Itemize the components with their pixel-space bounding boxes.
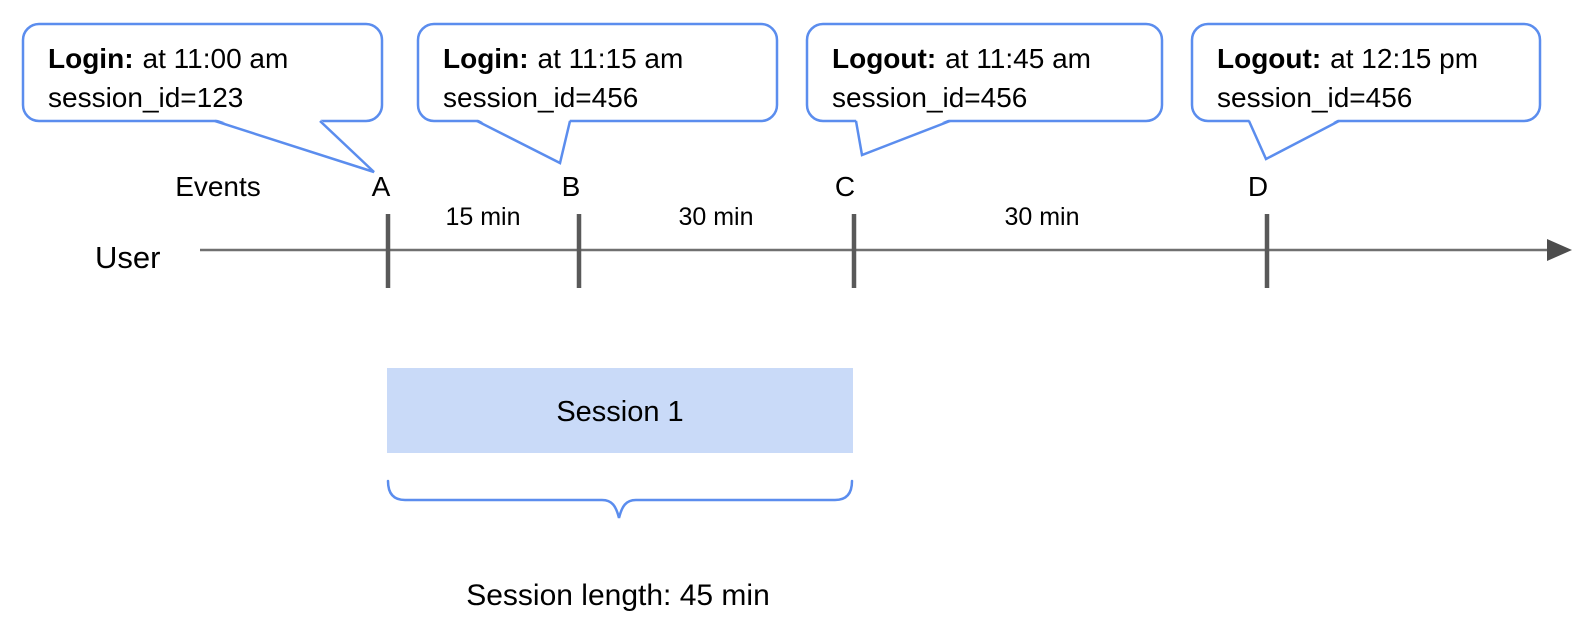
session-box-label: Session 1	[556, 396, 683, 428]
callout-login-a-line1: Login:at 11:00 am	[48, 43, 288, 74]
callout-login-a: Login:at 11:00 am session_id=123	[21, 22, 384, 174]
callout-login-b-tail	[477, 119, 570, 163]
callout-logout-d-bubble	[1190, 22, 1542, 123]
callout-login-a-tail-outline	[214, 119, 375, 174]
session-length-caption: Session length: 45 min	[466, 579, 770, 612]
user-label: User	[95, 240, 160, 275]
callout-logout-c-line1: Logout:at 11:45 am	[832, 43, 1091, 74]
callout-logout-c-tail-outline	[854, 119, 951, 157]
callout-login-a-line2: session_id=123	[48, 82, 243, 113]
callout-logout-d-line1: Logout:at 12:15 pm	[1217, 43, 1478, 74]
callout-login-b-line2: session_id=456	[443, 82, 638, 113]
interval-label-bc: 30 min	[678, 203, 753, 231]
interval-label-ab: 15 min	[445, 203, 520, 231]
callout-logout-c: Logout:at 11:45 am session_id=456	[805, 22, 1164, 157]
event-label-b: B	[562, 171, 581, 202]
session-length-brace	[386, 479, 854, 519]
callout-logout-c-tail	[856, 119, 950, 155]
callout-logout-c-bubble	[805, 22, 1164, 123]
event-label-d: D	[1248, 171, 1268, 202]
callout-login-a-bubble	[21, 22, 384, 123]
event-label-a: A	[372, 171, 391, 202]
callout-login-b-line1: Login:at 11:15 am	[443, 43, 683, 74]
callout-login-b-tail-outline	[476, 119, 572, 165]
callout-login-b: Login:at 11:15 am session_id=456	[416, 22, 779, 165]
interval-label-cd: 30 min	[1004, 203, 1079, 231]
callout-logout-d: Logout:at 12:15 pm session_id=456	[1190, 22, 1542, 161]
callout-login-b-bubble	[416, 22, 779, 123]
event-label-c: C	[835, 171, 855, 202]
session-box	[387, 368, 853, 453]
callout-logout-c-line2: session_id=456	[832, 82, 1027, 113]
callout-logout-d-line2: session_id=456	[1217, 82, 1412, 113]
events-label: Events	[175, 171, 261, 202]
timeline-arrowhead-icon	[1547, 239, 1572, 261]
callout-logout-d-tail	[1249, 119, 1339, 159]
callout-logout-d-tail-outline	[1247, 119, 1340, 161]
